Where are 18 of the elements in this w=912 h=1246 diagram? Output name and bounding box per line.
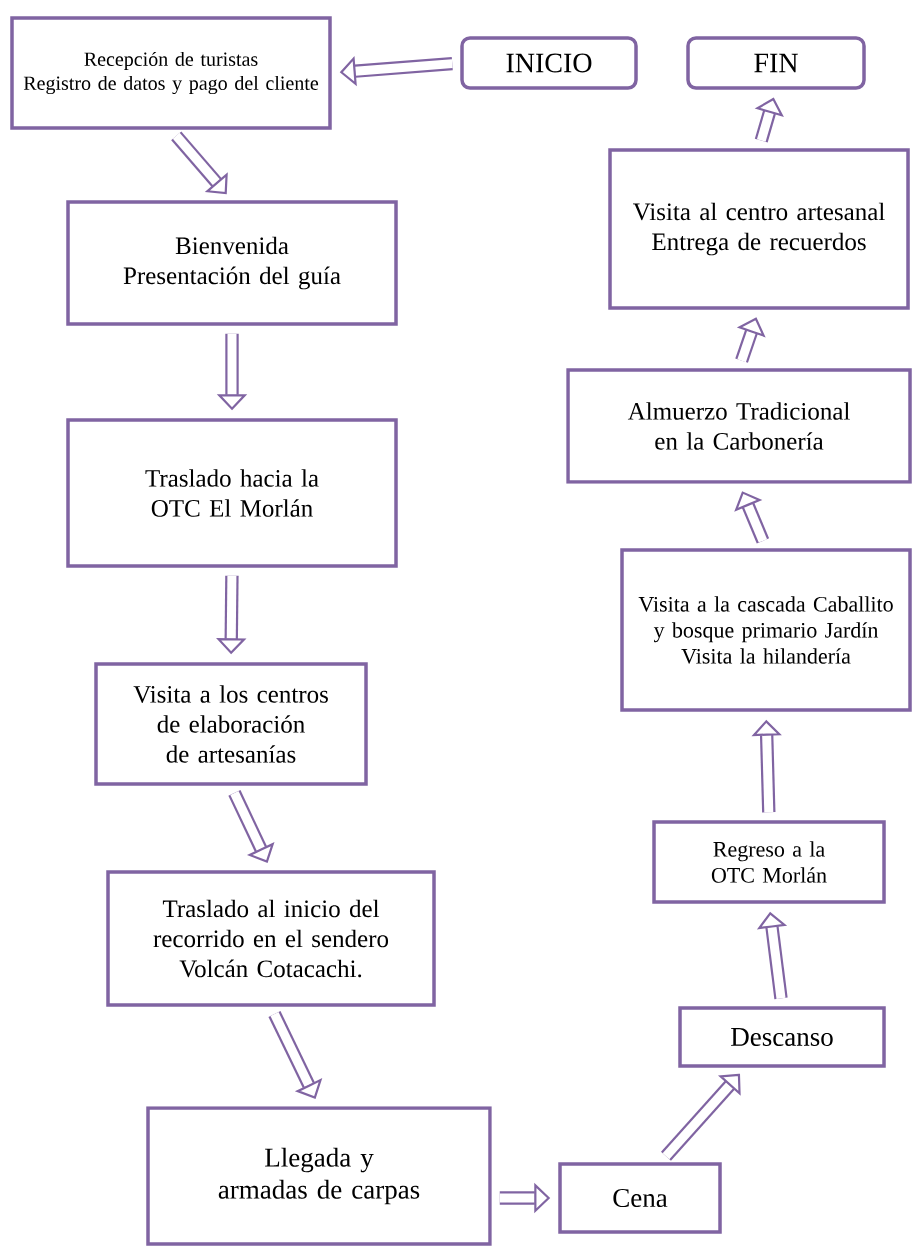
start-end-box: FIN (686, 36, 866, 90)
block-arrow (734, 491, 770, 544)
start-end-box: INICIO (460, 36, 638, 90)
process-box: Visita a la cascada Caballito y bosque primario Jardín Visita la hilandería (620, 548, 912, 712)
process-box: Descanso (678, 1006, 886, 1068)
process-box: Cena (558, 1162, 722, 1234)
process-box: Almuerzo Tradicional en la Carbonería (566, 368, 912, 484)
block-arrow (171, 131, 228, 195)
process-box: Regreso a la OTC Morlán (652, 820, 886, 904)
process-box: Llegada y armadas de carpas (146, 1106, 492, 1246)
block-arrow (661, 1073, 741, 1161)
process-box: Traslado al inicio del recorrido en el sendero Volcán Cotacachi. (106, 870, 436, 1007)
block-arrow (228, 790, 275, 863)
process-box: Visita al centro artesanal Entrega de recuerdos (608, 148, 910, 310)
process-box: Recepción de turistas Registro de datos y pago del cliente (10, 16, 332, 130)
process-box: Visita a los centros de elaboración de artesanías (94, 662, 368, 786)
process-box: Bienvenida Presentación del guía (66, 200, 398, 326)
process-box: Traslado hacia la OTC El Morlán (66, 418, 398, 568)
